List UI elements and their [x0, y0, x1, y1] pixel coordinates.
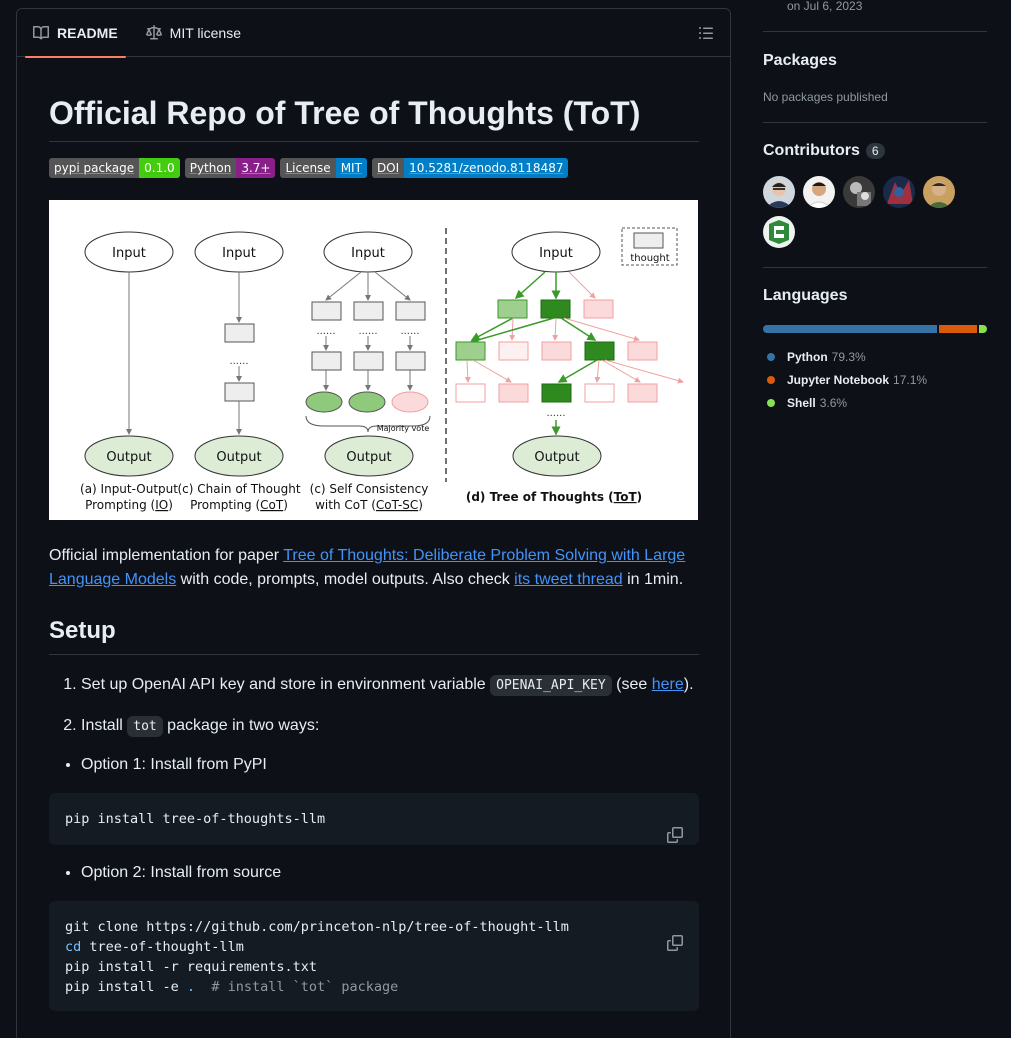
svg-text:Output: Output	[534, 450, 579, 465]
languages-bar	[763, 325, 987, 333]
language-bar-segment[interactable]	[939, 325, 978, 333]
env-var-code: OPENAI_API_KEY	[490, 675, 612, 696]
step-1: Set up OpenAI API key and store in envir…	[81, 673, 699, 698]
cot-sc-diagram: Input ...... ...... ......	[305, 231, 431, 512]
avatar[interactable]	[923, 176, 955, 208]
svg-text:(d) Tree of Thoughts (ToT): (d) Tree of Thoughts (ToT)	[466, 490, 642, 504]
language-dot	[767, 398, 775, 407]
release-date: on Jul 6, 2023	[787, 0, 863, 13]
svg-text:(c) Self Consistency: (c) Self Consistency	[310, 482, 429, 496]
svg-text:......: ......	[229, 356, 248, 367]
setup-heading: Setup	[49, 616, 699, 655]
tweet-thread-link[interactable]: its tweet thread	[514, 571, 623, 588]
avatar[interactable]	[883, 176, 915, 208]
cot-diagram: Input ...... Output (c) Chain of Thought…	[177, 231, 301, 512]
svg-text:Input: Input	[351, 246, 385, 261]
svg-text:(c) Chain of Thought: (c) Chain of Thought	[177, 482, 300, 496]
language-dot	[767, 375, 775, 384]
code-block-pypi: pip install tree-of-thoughts-llm	[49, 793, 699, 845]
tab-readme[interactable]: README	[25, 9, 126, 58]
avatar[interactable]	[763, 176, 795, 208]
svg-text:Output: Output	[346, 450, 391, 465]
tab-license-label: MIT license	[169, 24, 241, 41]
copy-icon	[667, 935, 683, 951]
copy-button[interactable]	[602, 807, 683, 869]
avatar[interactable]	[843, 176, 875, 208]
svg-text:thought: thought	[630, 253, 669, 264]
outline-button[interactable]	[698, 25, 714, 46]
option-2-list: Option 2: Install from source	[49, 861, 699, 885]
svg-text:Input: Input	[112, 246, 146, 261]
svg-text:......: ......	[316, 326, 335, 337]
contributors-count: 6	[865, 143, 885, 159]
readme-content: Official Repo of Tree of Thoughts (ToT) …	[49, 57, 699, 1011]
svg-text:......: ......	[358, 326, 377, 337]
language-bar-segment[interactable]	[763, 325, 938, 333]
here-link[interactable]: here	[651, 676, 684, 693]
tot-diagram: thought Input	[455, 227, 684, 504]
packages-title[interactable]: Packages	[763, 52, 837, 69]
contributors-avatars	[763, 176, 963, 248]
svg-text:Output: Output	[216, 450, 261, 465]
packages-section: Packages No packages published	[763, 31, 987, 123]
svg-text:(a) Input-Output: (a) Input-Output	[80, 482, 178, 496]
avatar[interactable]	[763, 216, 795, 248]
svg-text:Prompting (IO): Prompting (IO)	[85, 498, 173, 512]
intro-paragraph: Official implementation for paper Tree o…	[49, 547, 686, 588]
tab-license[interactable]: MIT license	[145, 9, 241, 57]
paper-link[interactable]: Tree of Thoughts: Deliberate Problem Sol…	[49, 547, 686, 588]
languages-title[interactable]: Languages	[763, 287, 848, 304]
page-title: Official Repo of Tree of Thoughts (ToT)	[49, 93, 699, 142]
tab-readme-label: README	[57, 24, 118, 41]
list-unordered-icon	[699, 27, 713, 39]
readme-tabs: README MIT license	[17, 9, 730, 58]
svg-text:......: ......	[546, 408, 565, 419]
language-bar-segment[interactable]	[979, 325, 987, 333]
packages-text: No packages published	[763, 90, 888, 104]
code-block-source: git clone https://github.com/princeton-n…	[49, 901, 699, 1011]
svg-text:Output: Output	[106, 450, 151, 465]
step-2: Install tot package in two ways:	[81, 714, 699, 739]
book-icon	[33, 25, 49, 39]
svg-text:Prompting (CoT): Prompting (CoT)	[190, 498, 288, 512]
option-1-list: Option 1: Install from PyPI	[49, 753, 699, 777]
svg-text:Input: Input	[539, 246, 573, 261]
law-icon	[145, 24, 162, 39]
svg-text:with CoT (CoT-SC): with CoT (CoT-SC)	[315, 498, 423, 512]
avatar[interactable]	[803, 176, 835, 208]
option-1: Option 1: Install from PyPI	[81, 753, 699, 777]
svg-text:Majority vote: Majority vote	[377, 424, 430, 433]
tot-code: tot	[127, 716, 163, 737]
svg-text:Input: Input	[222, 246, 256, 261]
readme-panel: README MIT license Official Repo of Tree…	[16, 8, 731, 1038]
option-2: Option 2: Install from source	[81, 861, 699, 885]
io-diagram: Input Output (a) Input-Output Prompting …	[80, 231, 178, 512]
tot-figure[interactable]: Input Output (a) Input-Output Prompting …	[49, 200, 698, 520]
copy-button[interactable]	[602, 915, 683, 977]
svg-text:......: ......	[400, 326, 419, 337]
language-dot	[767, 352, 775, 361]
setup-steps: Set up OpenAI API key and store in envir…	[49, 673, 699, 739]
copy-icon	[667, 827, 683, 843]
